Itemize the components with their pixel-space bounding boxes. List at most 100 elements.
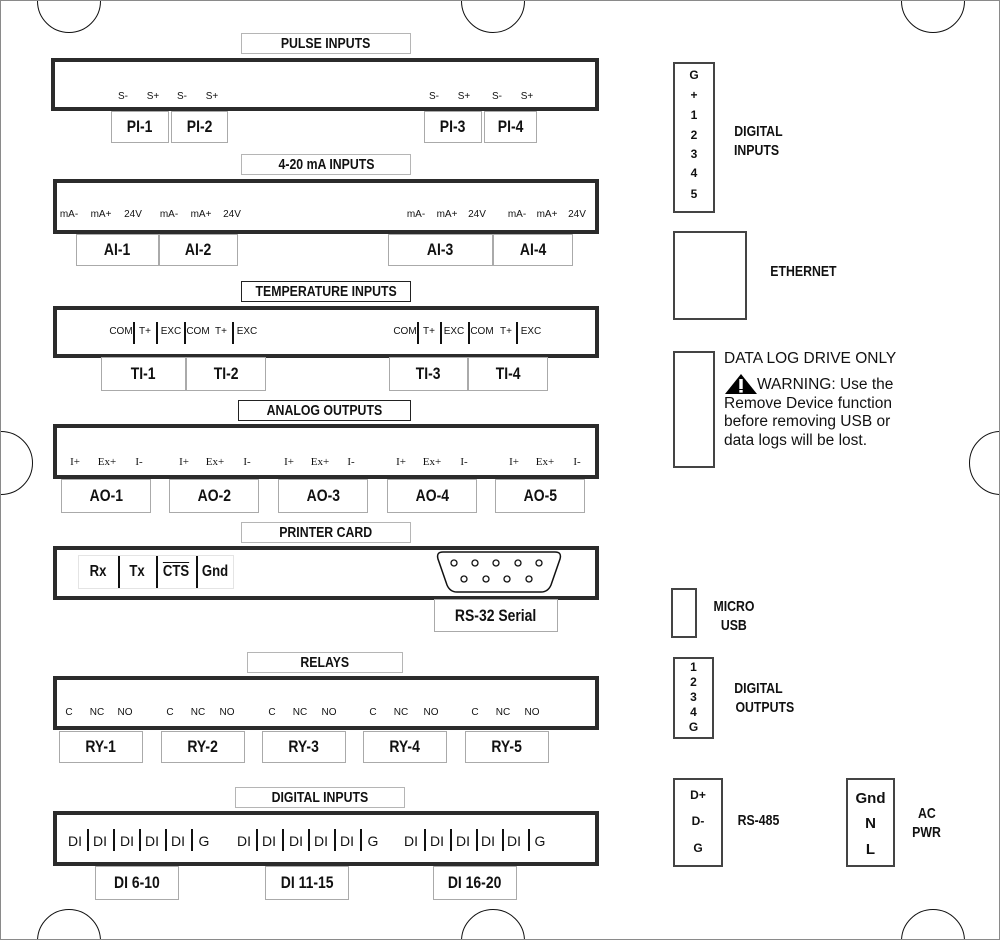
terminal-label: 24V: [468, 209, 486, 220]
pin-label: Gnd: [855, 790, 886, 807]
label: MICRO: [713, 598, 755, 615]
terminal-label: DI: [430, 833, 444, 849]
terminal-label: COM: [393, 326, 417, 337]
pin-label: 5: [690, 187, 698, 201]
printer-terminal-group: [78, 555, 234, 589]
terminal-label: DI: [262, 833, 276, 849]
section-title: TEMPERATURE INPUTS: [255, 283, 397, 300]
label: OUTPUTS: [735, 699, 795, 716]
relays-title: RELAYS: [247, 652, 403, 673]
channel-label: AO-2: [169, 479, 259, 513]
rs232-serial-label: RS-32 Serial: [434, 599, 558, 632]
terminal-label: S-: [429, 91, 439, 102]
label: RS-485: [737, 812, 780, 829]
terminal-divider: [417, 322, 419, 344]
terminal-label: I+: [179, 456, 189, 468]
channel-label: RY-2: [161, 731, 245, 763]
channel-name: PI-1: [127, 117, 153, 136]
label: DIGITAL: [734, 680, 783, 697]
terminal-label: mA-: [159, 209, 179, 220]
data-log-warning-line: data logs will be lost.: [724, 431, 868, 449]
channel-label: PI-4: [484, 111, 537, 143]
channel-name: AI-4: [519, 240, 547, 259]
terminal-divider: [424, 829, 426, 851]
terminal-label: C: [369, 707, 377, 718]
channel-name: DI 11-15: [280, 873, 334, 892]
analog-outputs-title: ANALOG OUTPUTS: [238, 400, 411, 421]
channel-name: PI-2: [186, 117, 213, 136]
terminal-label: Ex+: [535, 456, 555, 468]
terminal-label: EXC: [443, 326, 465, 337]
terminal-label: mA+: [90, 209, 112, 220]
terminal-divider: [360, 829, 362, 851]
channel-label: TI-3: [389, 357, 468, 391]
channel-name: PI-3: [440, 117, 466, 136]
channel-label: DI 16-20: [433, 866, 517, 900]
channel-label: AI-4: [493, 234, 573, 266]
channel-label: TI-1: [101, 357, 186, 391]
terminal-label: S-: [177, 91, 187, 102]
terminal-label: I-: [573, 456, 581, 468]
pin-label: L: [865, 841, 876, 858]
pin-label: G: [689, 68, 699, 82]
label-line: INPUTS: [729, 141, 788, 160]
terminal-label: NC: [89, 707, 105, 718]
section-title: PULSE INPUTS: [281, 35, 371, 52]
terminal-label: I-: [347, 456, 355, 468]
pin-label: D-: [691, 814, 705, 828]
mounting-hole: [37, 1, 101, 33]
terminal-label: Ex+: [310, 456, 330, 468]
printer-terminal-name: Gnd: [201, 563, 229, 580]
terminal-divider: [184, 322, 186, 344]
terminal-label: DI: [93, 833, 107, 849]
terminal-label: EXC: [236, 326, 258, 337]
warning-icon: [725, 374, 757, 394]
printer-terminal-name: CTS: [162, 563, 190, 580]
db9-serial-connector: [436, 551, 562, 593]
channel-label: AI-1: [76, 234, 159, 266]
pin-label: G: [688, 720, 699, 734]
terminal-label: 24V: [223, 209, 241, 220]
channel-label: DI 11-15: [265, 866, 349, 900]
channel-name: AO-3: [306, 486, 340, 505]
section-title: RELAYS: [300, 654, 350, 671]
terminal-divider: [502, 829, 504, 851]
terminal-label: 24V: [568, 209, 586, 220]
terminal-label: I+: [70, 456, 80, 468]
pulse-inputs-terminal-block: [51, 58, 599, 111]
terminal-divider: [476, 829, 478, 851]
label: INPUTS: [733, 142, 780, 159]
terminal-label: NO: [117, 707, 133, 718]
terminal-divider: [165, 829, 167, 851]
digital-outputs-label: DIGITAL OUTPUTS: [729, 679, 801, 717]
terminal-label: I+: [509, 456, 519, 468]
label: AC: [917, 805, 936, 822]
data-log-warning-line: WARNING: Use the: [757, 376, 894, 393]
channel-label: PI-1: [111, 111, 169, 143]
mounting-hole: [461, 909, 525, 939]
channel-label: TI-2: [186, 357, 266, 391]
terminal-label: I-: [243, 456, 251, 468]
terminal-label: G: [198, 833, 210, 849]
channel-name: TI-4: [495, 364, 521, 383]
printer-terminal-label: Gnd: [199, 563, 231, 581]
temperature-inputs-title: TEMPERATURE INPUTS: [241, 281, 411, 302]
pin-label: N: [865, 815, 876, 832]
digital-outputs-connector: [673, 657, 714, 739]
terminal-label: DI: [68, 833, 82, 849]
channel-name: TI-2: [213, 364, 239, 383]
channel-label: AO-1: [61, 479, 151, 513]
channel-name: RY-1: [85, 737, 117, 756]
channel-name: AO-2: [197, 486, 231, 505]
printer-terminal-label: Tx: [128, 563, 147, 581]
terminal-label: T+: [500, 326, 512, 337]
connector-name: RS-32 Serial: [455, 605, 537, 625]
terminal-label: DI: [340, 833, 354, 849]
terminal-label: mA+: [190, 209, 212, 220]
printer-terminal-label: Rx: [88, 563, 108, 581]
channel-label: RY-4: [363, 731, 447, 763]
terminal-label: S+: [146, 91, 160, 102]
channel-label: PI-3: [424, 111, 482, 143]
label: ETHERNET: [770, 263, 837, 280]
